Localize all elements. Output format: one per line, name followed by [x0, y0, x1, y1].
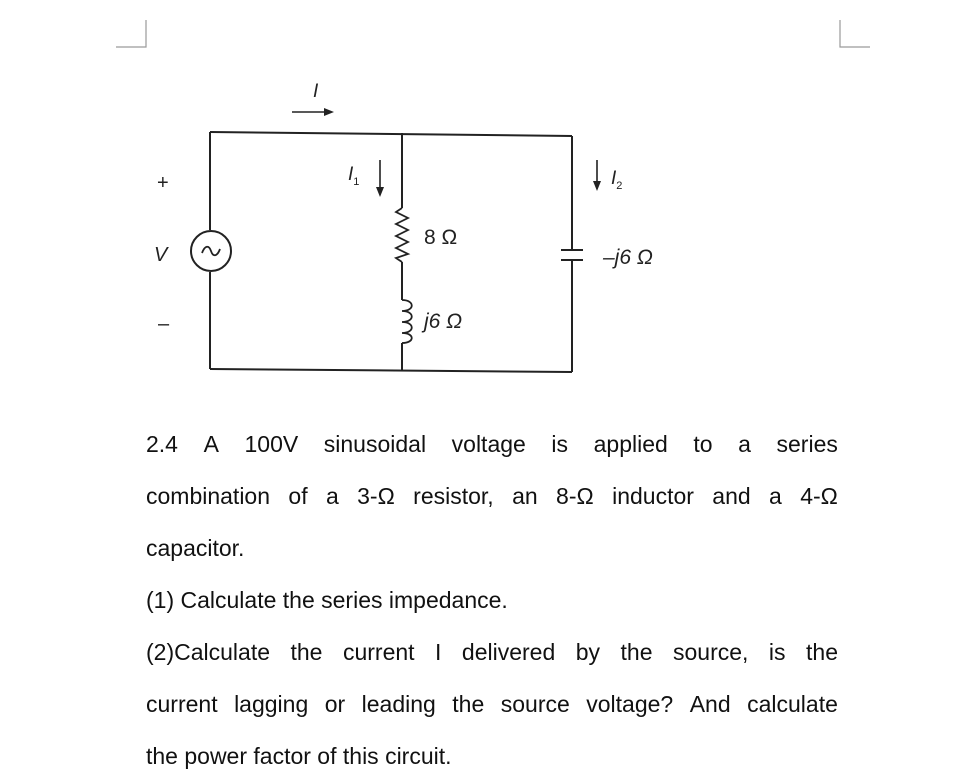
inductor-value-label: j6 Ω [421, 310, 462, 333]
problem-word: or [324, 691, 346, 717]
problem-word: lagging [234, 691, 309, 717]
voltage-v-label: V [154, 244, 169, 266]
problem-word: sinusoidal [323, 431, 427, 457]
problem-word: voltage [451, 431, 526, 457]
current-arrow-i2 [593, 160, 601, 191]
inductor-j6ohm [401, 299, 413, 344]
problem-word: A [203, 431, 219, 457]
problem-word: source [500, 691, 570, 717]
circuit-diagram: I I1 I2 + V – 8 Ω j6 Ω –j6 Ω [154, 81, 653, 373]
current-i2-label: I2 [611, 168, 622, 192]
capacitor-value-label: –j6 Ω [602, 246, 653, 269]
problem-line-3: capacitor. [146, 535, 245, 561]
current-i1-subscript: 1 [353, 176, 359, 188]
problem-word: resistor, [413, 483, 494, 509]
problem-word: 100V [244, 431, 299, 457]
problem-word: series [776, 431, 838, 457]
ac-voltage-source [190, 230, 232, 272]
problem-word: 4-Ω [800, 483, 838, 509]
problem-word: inductor [612, 483, 694, 509]
problem-line-7: the power factor of this circuit. [146, 743, 452, 769]
problem-word: And [689, 691, 731, 717]
current-i1-letter: I [348, 164, 354, 185]
problem-word: of [288, 483, 308, 509]
problem-word: 8-Ω [556, 483, 594, 509]
problem-word: (2)Calculate [146, 639, 270, 665]
problem-word: is [768, 639, 786, 665]
problem-word: the [452, 691, 485, 717]
current-i1-label: I1 [348, 164, 359, 188]
problem-word: a [325, 483, 339, 509]
capacitor-minus-j6ohm [561, 249, 583, 261]
problem-word: I [435, 639, 442, 665]
problem-word: leading [361, 691, 436, 717]
problem-word: applied [593, 431, 668, 457]
problem-word: the [290, 639, 323, 665]
problem-word: delivered [461, 639, 556, 665]
resistor-8ohm [393, 207, 411, 263]
problem-word: current [146, 691, 218, 717]
current-i2-letter: I [611, 168, 617, 189]
problem-word: 3-Ω [357, 483, 395, 509]
problem-line-6: current lagging or leading the source voltage?… [146, 678, 838, 730]
current-i-label: I [313, 81, 319, 102]
current-i2-subscript: 2 [616, 180, 622, 192]
problem-line-4: (1) Calculate the series impedance. [146, 587, 508, 613]
problem-word: and [712, 483, 751, 509]
problem-word: a [769, 483, 782, 509]
problem-word: to [693, 431, 713, 457]
problem-word: the [806, 639, 838, 665]
page-corner-mark-left [116, 20, 147, 48]
plus-terminal-label: + [157, 172, 169, 194]
problem-word: an [512, 483, 538, 509]
problem-word: by [575, 639, 601, 665]
problem-word: combination [146, 483, 271, 509]
page-corner-mark-right [839, 20, 870, 48]
problem-word: is [551, 431, 569, 457]
circuit-wires [209, 131, 573, 373]
current-arrow-i1 [376, 160, 384, 197]
current-arrow-i [292, 108, 334, 116]
problem-word: current [342, 639, 415, 665]
problem-word: 2.4 [146, 431, 178, 457]
problem-word: source, [672, 639, 749, 665]
problem-word: voltage? [586, 691, 674, 717]
resistor-value-label: 8 Ω [424, 226, 457, 249]
problem-word: the [620, 639, 653, 665]
problem-word: a [738, 431, 751, 457]
minus-terminal-label: – [158, 313, 170, 335]
problem-word: calculate [747, 691, 838, 717]
